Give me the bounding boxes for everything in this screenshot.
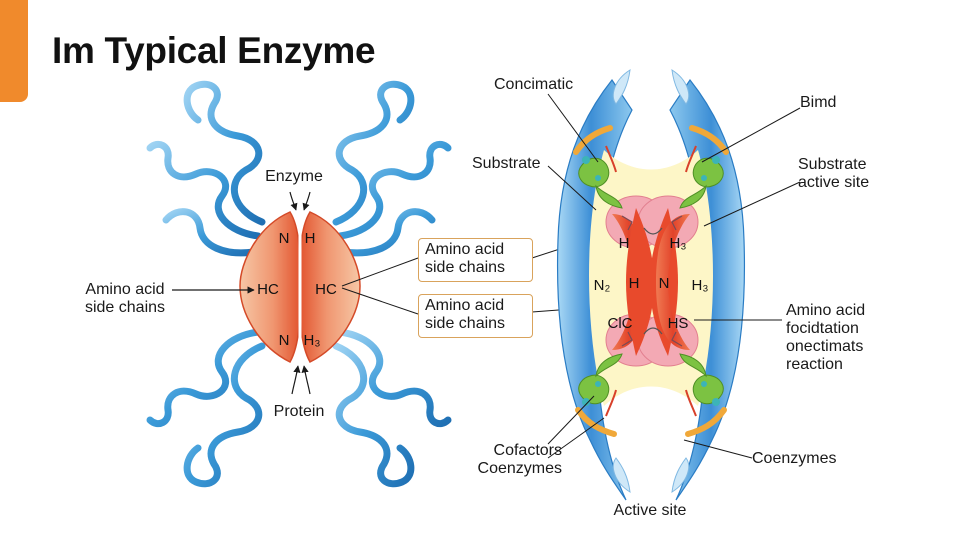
core-label: ClC [608, 315, 633, 332]
cofactor [573, 125, 729, 437]
left-enzyme: N H HC HC N H₃ [146, 80, 452, 488]
label-bimd: Bimd [800, 94, 837, 111]
callout-line [341, 257, 419, 287]
label-active-site: Active site [613, 502, 687, 519]
right-enzyme: H H₃ N₂ H N H₃ ClC HS [547, 69, 801, 501]
callout-box: Amino acid side chains [418, 238, 533, 282]
core-label: N [279, 332, 290, 349]
substrate [679, 156, 724, 209]
label-amino-acid-side-chains: Amino acid side chains [84, 281, 166, 316]
core-label: HC [257, 281, 279, 298]
fin [612, 69, 631, 105]
core-label: H [619, 235, 630, 252]
core-label: HS [668, 315, 689, 332]
accent-bar [0, 0, 28, 102]
core-strand-left-inner [626, 208, 654, 356]
callout-line [341, 287, 419, 315]
core-label: N₂ [594, 277, 611, 294]
label-protein: Protein [273, 403, 325, 420]
fin [612, 457, 631, 493]
substrate [578, 156, 623, 209]
label-cofactors-coenzymes: Cofactors Coenzymes [477, 442, 562, 477]
label-enzyme: Enzyme [265, 168, 323, 185]
arrow [289, 191, 298, 211]
fin [671, 457, 690, 493]
protein-ribbon [146, 80, 452, 488]
core-strand-right [656, 214, 690, 350]
slide-title: Im Typical Enzyme [52, 30, 376, 71]
core-label: HC [315, 281, 337, 298]
label-substrate-active-site: Substrate active site [798, 156, 870, 191]
core-label: H₃ [670, 235, 687, 252]
label-amino-acid-reaction: Amino acid focidtation onectimats reacti… [786, 302, 866, 373]
core-label: H₃ [304, 332, 321, 349]
arrow [291, 365, 301, 395]
fin [671, 69, 690, 105]
label-coenzymes: Coenzymes [752, 450, 837, 467]
callout-box: Amino acid side chains [418, 294, 533, 338]
core-label: N [659, 275, 670, 292]
label-concimatic: Concimatic [494, 76, 574, 93]
core-label: H [629, 275, 640, 292]
arrow [301, 365, 311, 395]
core-label: H [305, 230, 316, 247]
core-label: N [279, 230, 290, 247]
label-substrate: Substrate [472, 155, 541, 172]
core-label: H₃ [692, 277, 709, 294]
substrate [578, 353, 623, 406]
substrate [679, 353, 724, 406]
arrow [302, 191, 311, 211]
